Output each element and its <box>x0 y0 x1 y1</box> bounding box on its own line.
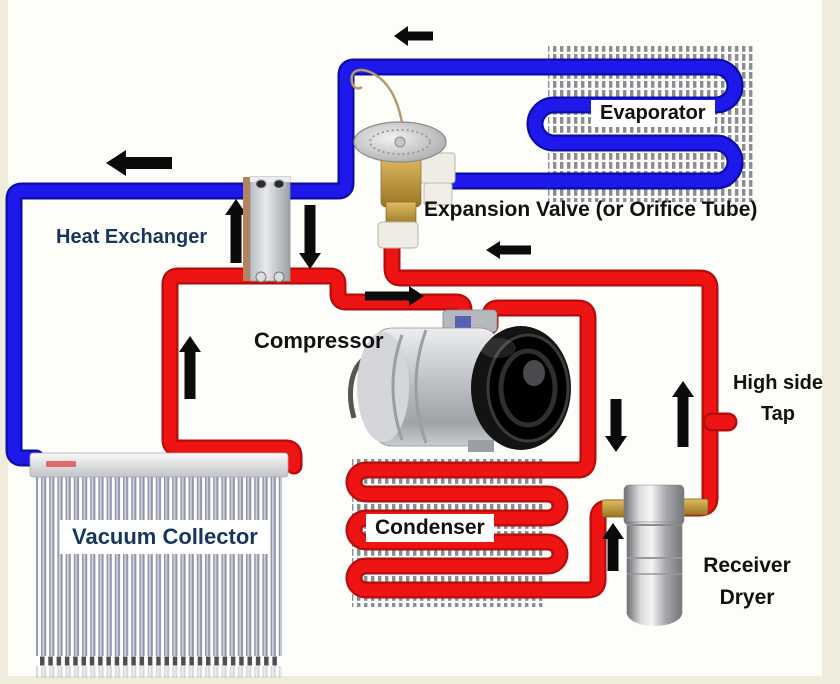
flow-arrow-left-heat-exchanger-icon <box>106 150 172 176</box>
flow-arrow-left-top-icon <box>394 26 433 46</box>
condenser-label: Condenser <box>366 514 494 542</box>
compressor-unit <box>348 309 571 452</box>
receiver-dryer-label: Receiver Dryer <box>690 550 804 613</box>
receiver-dryer-unit <box>601 484 709 626</box>
heat-exchanger-unit <box>243 176 291 283</box>
compressor-label: Compressor <box>254 328 384 353</box>
expansion-valve-label: Expansion Valve (or Orifice Tube) <box>424 198 758 221</box>
heat-exchanger-label: Heat Exchanger <box>56 226 208 248</box>
vacuum-collector-unit <box>29 452 289 678</box>
capillary-tube <box>350 68 405 129</box>
evaporator-label: Evaporator <box>591 100 715 127</box>
flow-arrow-up-dryer-inlet-icon <box>602 523 624 571</box>
cold-line-pipe <box>5 58 744 467</box>
high-side-tap-label-line2: Tap <box>760 403 796 425</box>
high-side-tap-label: High side Tap <box>722 368 834 430</box>
expansion-valve-unit <box>350 68 456 249</box>
collector-logo-mark <box>46 461 76 467</box>
vacuum-collector-label: Vacuum Collector <box>60 520 270 554</box>
flow-arrow-up-heat-exchanger-icon <box>225 199 247 263</box>
hot-line-pipe-compressor-condenser <box>345 299 629 599</box>
flow-arrow-up-collector-line-icon <box>179 336 201 399</box>
flow-arrow-up-high-side-icon <box>672 381 694 447</box>
flow-arrow-down-heat-exchanger-icon <box>299 205 321 269</box>
receiver-dryer-label-line1: Receiver <box>703 554 791 577</box>
flow-arrow-down-condenser-line-icon <box>605 399 627 452</box>
flow-arrow-left-expansion-line-icon <box>486 241 531 259</box>
receiver-dryer-label-line2: Dryer <box>719 585 775 609</box>
flow-arrow-right-compressor-icon <box>365 286 424 306</box>
high-side-tap-label-line1: High side <box>732 372 823 394</box>
